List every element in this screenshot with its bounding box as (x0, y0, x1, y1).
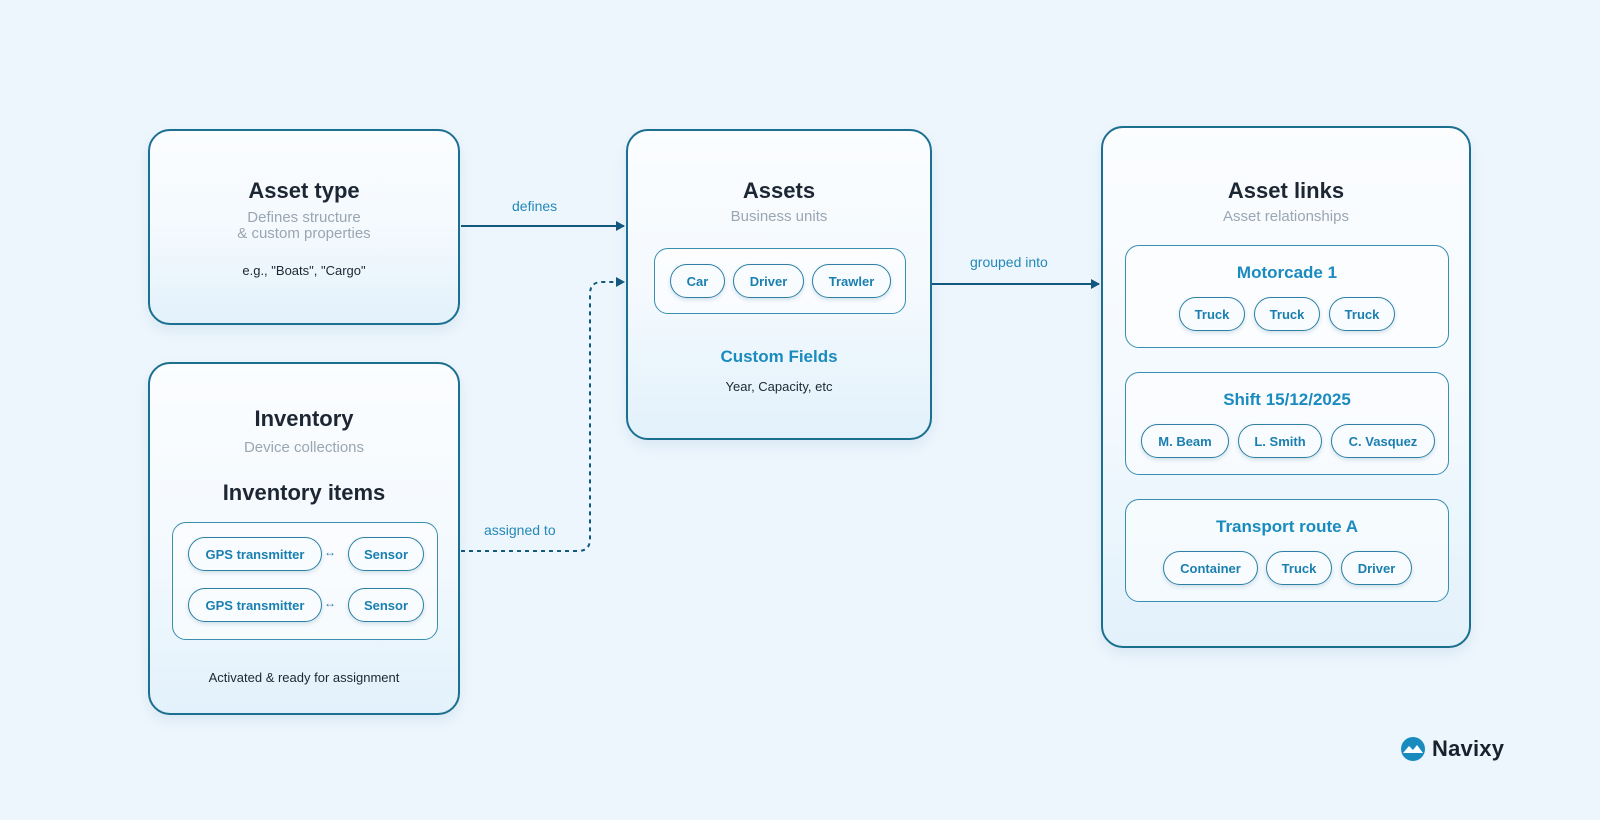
edge-label-defines: defines (512, 198, 558, 214)
asset-links-card: Asset links Asset relationships Motorcad… (1101, 126, 1471, 648)
asset-link-member-pill: Truck (1266, 551, 1332, 585)
asset-link-group: Transport route A Container Truck Driver (1125, 499, 1449, 602)
gps-transmitter-pill: GPS transmitter (188, 588, 322, 622)
asset-link-group-name: Shift 15/12/2025 (1223, 390, 1351, 409)
asset-type-subtitle-line2: & custom properties (237, 225, 371, 242)
edge-assigned-to-line (461, 277, 625, 552)
link-arrow-icon: ↔ (324, 596, 336, 610)
brand-logo: Navixy (1400, 736, 1504, 762)
asset-type-subtitle-line1: Defines structure (247, 209, 361, 226)
sensor-pill: Sensor (348, 537, 424, 571)
asset-link-member-pill: C. Vasquez (1331, 424, 1435, 458)
asset-link-group-name: Motorcade 1 (1236, 263, 1338, 282)
asset-link-member-pill: M. Beam (1141, 424, 1229, 458)
asset-unit-pill: Driver (733, 264, 804, 298)
asset-unit-pill: Trawler (812, 264, 891, 298)
asset-units-group: Car Driver Trawler (654, 248, 906, 314)
inventory-subtitle: Device collections (243, 439, 365, 456)
asset-link-group: Shift 15/12/2025 M. Beam L. Smith C. Vas… (1125, 372, 1449, 475)
assets-title: Assets (742, 178, 816, 203)
asset-link-group: Motorcade 1 Truck Truck Truck (1125, 245, 1449, 348)
assets-card: Assets Business units Car Driver Trawler… (626, 129, 932, 440)
gps-transmitter-pill: GPS transmitter (188, 537, 322, 571)
asset-link-member-pill: Truck (1254, 297, 1320, 331)
asset-link-member-pill: Truck (1179, 297, 1245, 331)
asset-type-title: Asset type (248, 178, 360, 203)
asset-type-card: Asset type Defines structure & custom pr… (148, 129, 460, 325)
inventory-card: Inventory Device collections Inventory i… (148, 362, 460, 715)
custom-fields-note: Year, Capacity, etc (725, 379, 833, 394)
asset-link-member-pill: Truck (1329, 297, 1395, 331)
asset-link-group-name: Transport route A (1216, 517, 1358, 536)
asset-links-subtitle: Asset relationships (1223, 208, 1349, 225)
brand-name: Navixy (1432, 736, 1505, 761)
asset-links-title: Asset links (1227, 178, 1345, 203)
asset-type-example: e.g., "Boats", "Cargo" (242, 263, 366, 278)
edge-label-grouped-into: grouped into (970, 254, 1048, 270)
assets-subtitle: Business units (730, 208, 828, 225)
link-arrow-icon: ↔ (324, 545, 336, 559)
inventory-items-group: GPS transmitter ↔ Sensor GPS transmitter… (172, 522, 438, 640)
navixy-logo-icon (1401, 737, 1425, 761)
edge-label-assigned-to: assigned to (484, 522, 556, 538)
inventory-note: Activated & ready for assignment (208, 670, 400, 685)
inventory-items-title: Inventory items (222, 480, 386, 505)
sensor-pill: Sensor (348, 588, 424, 622)
asset-link-member-pill: L. Smith (1238, 424, 1322, 458)
asset-link-member-pill: Driver (1341, 551, 1412, 585)
asset-link-member-pill: Container (1163, 551, 1258, 585)
inventory-title: Inventory (254, 406, 354, 431)
asset-unit-pill: Car (670, 264, 725, 298)
custom-fields-title: Custom Fields (720, 347, 838, 366)
